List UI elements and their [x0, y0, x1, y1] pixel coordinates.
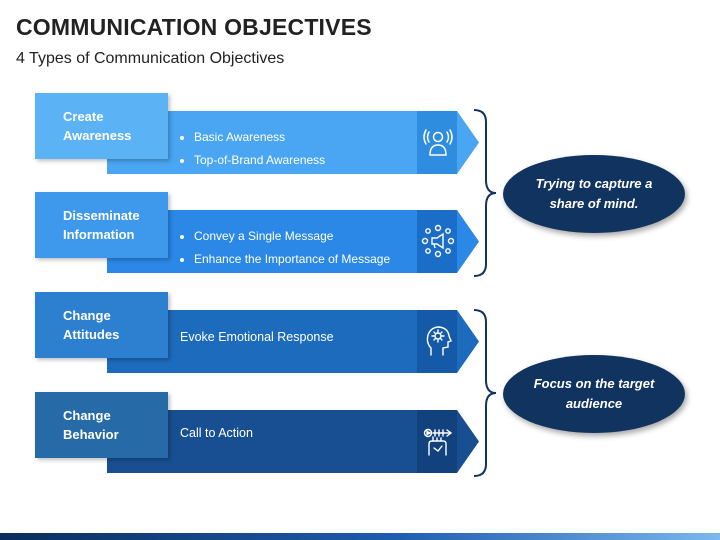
icon-box: [417, 210, 457, 273]
label-line-2: Attitudes: [63, 327, 120, 342]
arrow-band: [107, 111, 479, 174]
bullet-list: Basic Awareness Top-of-Brand Awareness: [180, 126, 325, 172]
label-box: Disseminate Information: [35, 192, 168, 258]
arrow-band: [107, 410, 479, 473]
objective-row-change-behavior: Change Behavior Call to Action: [0, 392, 480, 482]
callout-text: Trying to capture a share of mind.: [535, 176, 653, 211]
list-item: Convey a Single Message: [180, 225, 390, 248]
label-box: Create Awareness: [35, 93, 168, 159]
row-label: Disseminate Information: [63, 206, 163, 244]
list-item: Enhance the Importance of Message: [180, 248, 390, 271]
label-line-1: Disseminate: [63, 208, 140, 223]
arrow-band: [107, 210, 479, 273]
label-line-1: Change: [63, 308, 111, 323]
right-brace-bottom: [473, 309, 497, 477]
callout-target-audience: Focus on the target audience: [503, 355, 685, 433]
list-item: Basic Awareness: [180, 126, 325, 149]
label-line-1: Create: [63, 109, 104, 124]
callout-text: Focus on the target audience: [533, 376, 655, 411]
list-item: Top-of-Brand Awareness: [180, 149, 325, 172]
arrow-band: [107, 310, 479, 373]
page-subtitle: 4 Types of Communication Objectives: [16, 50, 285, 67]
label-line-2: Behavior: [63, 427, 119, 442]
row-label: Create Awareness: [63, 107, 163, 145]
row-label: Change Attitudes: [63, 306, 163, 344]
label-line-1: Change: [63, 408, 111, 423]
label-line-2: Awareness: [63, 128, 132, 143]
objective-row-disseminate-information: Disseminate Information Convey a Single …: [0, 192, 480, 282]
row-text: Evoke Emotional Response: [180, 330, 334, 344]
row-label: Change Behavior: [63, 406, 163, 444]
bullet-list: Convey a Single Message Enhance the Impo…: [180, 225, 390, 271]
action-target-icon: [423, 428, 453, 456]
footer-bar: [0, 533, 720, 540]
page-title: COMMUNICATION OBJECTIVES: [16, 14, 372, 40]
objective-row-change-attitudes: Change Attitudes Evoke Emotional Respons…: [0, 292, 480, 382]
label-box: Change Behavior: [35, 392, 168, 458]
network-megaphone-icon: [421, 224, 455, 258]
label-line-2: Information: [63, 227, 135, 242]
label-box: Change Attitudes: [35, 292, 168, 358]
head-gear-icon: [426, 326, 452, 356]
row-text: Call to Action: [180, 426, 253, 440]
right-brace-top: [473, 109, 497, 277]
speaker-person-icon: [423, 129, 453, 156]
callout-share-of-mind: Trying to capture a share of mind.: [503, 155, 685, 233]
objective-row-create-awareness: Create Awareness Basic Awareness Top-of-…: [0, 93, 480, 183]
